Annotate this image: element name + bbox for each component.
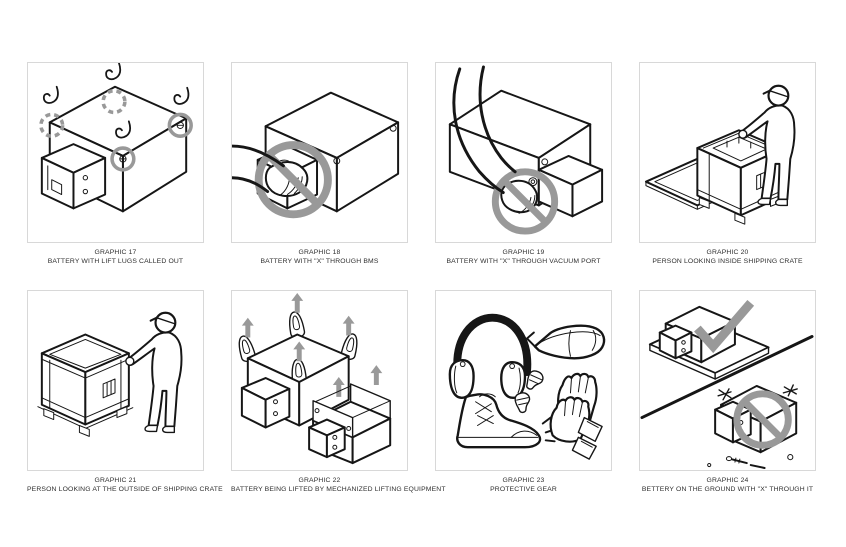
safety-glasses-icon [525, 324, 606, 360]
battery-on-pallet-correct [648, 299, 770, 380]
caption: GRAPHIC 21 PERSON LOOKING AT THE OUTSIDE… [27, 477, 223, 494]
panel-frame [639, 62, 816, 243]
battery-on-ground-prohibited [707, 384, 798, 469]
impact-star-icon [717, 388, 732, 401]
battery-lift-lugs-illustration [39, 63, 193, 213]
caption-title: GRAPHIC 23 [502, 477, 545, 484]
battery-ground-prohibited-illustration [640, 299, 814, 469]
caption-description: BATTERY WITH "X" THROUGH VACUUM PORT [446, 257, 601, 265]
arm-lines [452, 65, 517, 195]
panel-graphic-20: GRAPHIC 20 PERSON LOOKING INSIDE SHIPPIN… [639, 62, 816, 290]
panel-frame [27, 62, 204, 243]
caption-description: BATTERY BEING LIFTED BY MECHANIZED LIFTI… [231, 485, 446, 493]
panel-frame [639, 290, 816, 471]
arm-lines [232, 144, 285, 194]
battery-with-lifting-frame [308, 383, 392, 465]
caption: GRAPHIC 20 PERSON LOOKING INSIDE SHIPPIN… [639, 249, 816, 266]
no-symbol-icon [491, 168, 559, 235]
panel-frame [231, 290, 408, 471]
panel-graphic-19: GRAPHIC 19 BATTERY WITH "X" THROUGH VACU… [435, 62, 612, 290]
debris-screws [707, 454, 794, 469]
panel-graphic-21: GRAPHIC 21 PERSON LOOKING AT THE OUTSIDE… [27, 290, 223, 494]
panel-frame [27, 290, 204, 471]
person [124, 311, 183, 434]
caption-title: GRAPHIC 17 [94, 249, 137, 256]
graphics-grid: GRAPHIC 17 BATTERY WITH LIFT LUGS CALLED… [27, 62, 816, 494]
gloves-icon [549, 372, 603, 460]
caption: GRAPHIC 19 BATTERY WITH "X" THROUGH VACU… [435, 249, 612, 266]
caption-title: GRAPHIC 19 [502, 249, 545, 256]
ear-plugs-icon [514, 370, 544, 414]
panel-graphic-18: GRAPHIC 18 BATTERY WITH "X" THROUGH BMS [231, 62, 408, 290]
safety-boot-icon [456, 393, 556, 449]
caption-title: GRAPHIC 24 [706, 477, 749, 484]
person-closed-crate-illustration [37, 311, 183, 437]
panel-graphic-22: GRAPHIC 22 BATTERY BEING LIFTED BY MECHA… [231, 290, 446, 494]
panel-frame [231, 62, 408, 243]
caption-description: BATTERY WITH "X" THROUGH BMS [260, 257, 379, 265]
panel-graphic-23: GRAPHIC 23 PROTECTIVE GEAR [435, 290, 612, 494]
lift-lug-callout-circles [39, 88, 193, 172]
person [738, 84, 796, 207]
caption-title: GRAPHIC 18 [298, 249, 341, 256]
caption-description: PROTECTIVE GEAR [490, 485, 557, 493]
caption-title: GRAPHIC 22 [298, 477, 341, 484]
ear-muffs-icon [448, 313, 532, 399]
caption: GRAPHIC 23 PROTECTIVE GEAR [435, 477, 612, 494]
caption-title: GRAPHIC 21 [94, 477, 137, 484]
panel-frame [435, 62, 612, 243]
closed-crate [37, 333, 134, 437]
caption-description: BETTERY ON THE GROUND WITH "X" THROUGH I… [641, 485, 814, 493]
divider-line [640, 335, 814, 420]
caption: GRAPHIC 17 BATTERY WITH LIFT LUGS CALLED… [27, 249, 204, 266]
caption-title: GRAPHIC 20 [706, 249, 749, 256]
caption: GRAPHIC 18 BATTERY WITH "X" THROUGH BMS [231, 249, 408, 266]
battery-box [40, 85, 188, 213]
impact-star-icon [782, 384, 798, 397]
checkmark-icon [694, 299, 755, 354]
caption-description: PERSON LOOKING INSIDE SHIPPING CRATE [652, 257, 803, 265]
battery-mechanized-lifting-illustration [235, 293, 392, 465]
panel-frame [435, 290, 612, 471]
caption: GRAPHIC 24 BETTERY ON THE GROUND WITH "X… [639, 477, 816, 494]
caption-description: PERSON LOOKING AT THE OUTSIDE OF SHIPPIN… [27, 485, 223, 493]
person-open-crate-illustration [644, 84, 796, 225]
battery-no-touch-vacuum-port-illustration [448, 65, 604, 235]
no-symbol-icon [733, 390, 792, 449]
panel-graphic-24: GRAPHIC 24 BETTERY ON THE GROUND WITH "X… [639, 290, 816, 494]
caption-description: BATTERY WITH LIFT LUGS CALLED OUT [47, 257, 184, 265]
protective-gear-illustration [448, 313, 606, 460]
caption: GRAPHIC 22 BATTERY BEING LIFTED BY MECHA… [231, 477, 446, 494]
no-symbol-icon [254, 141, 332, 219]
panel-graphic-17: GRAPHIC 17 BATTERY WITH LIFT LUGS CALLED… [27, 62, 204, 290]
battery-no-touch-bms-illustration [232, 91, 400, 219]
